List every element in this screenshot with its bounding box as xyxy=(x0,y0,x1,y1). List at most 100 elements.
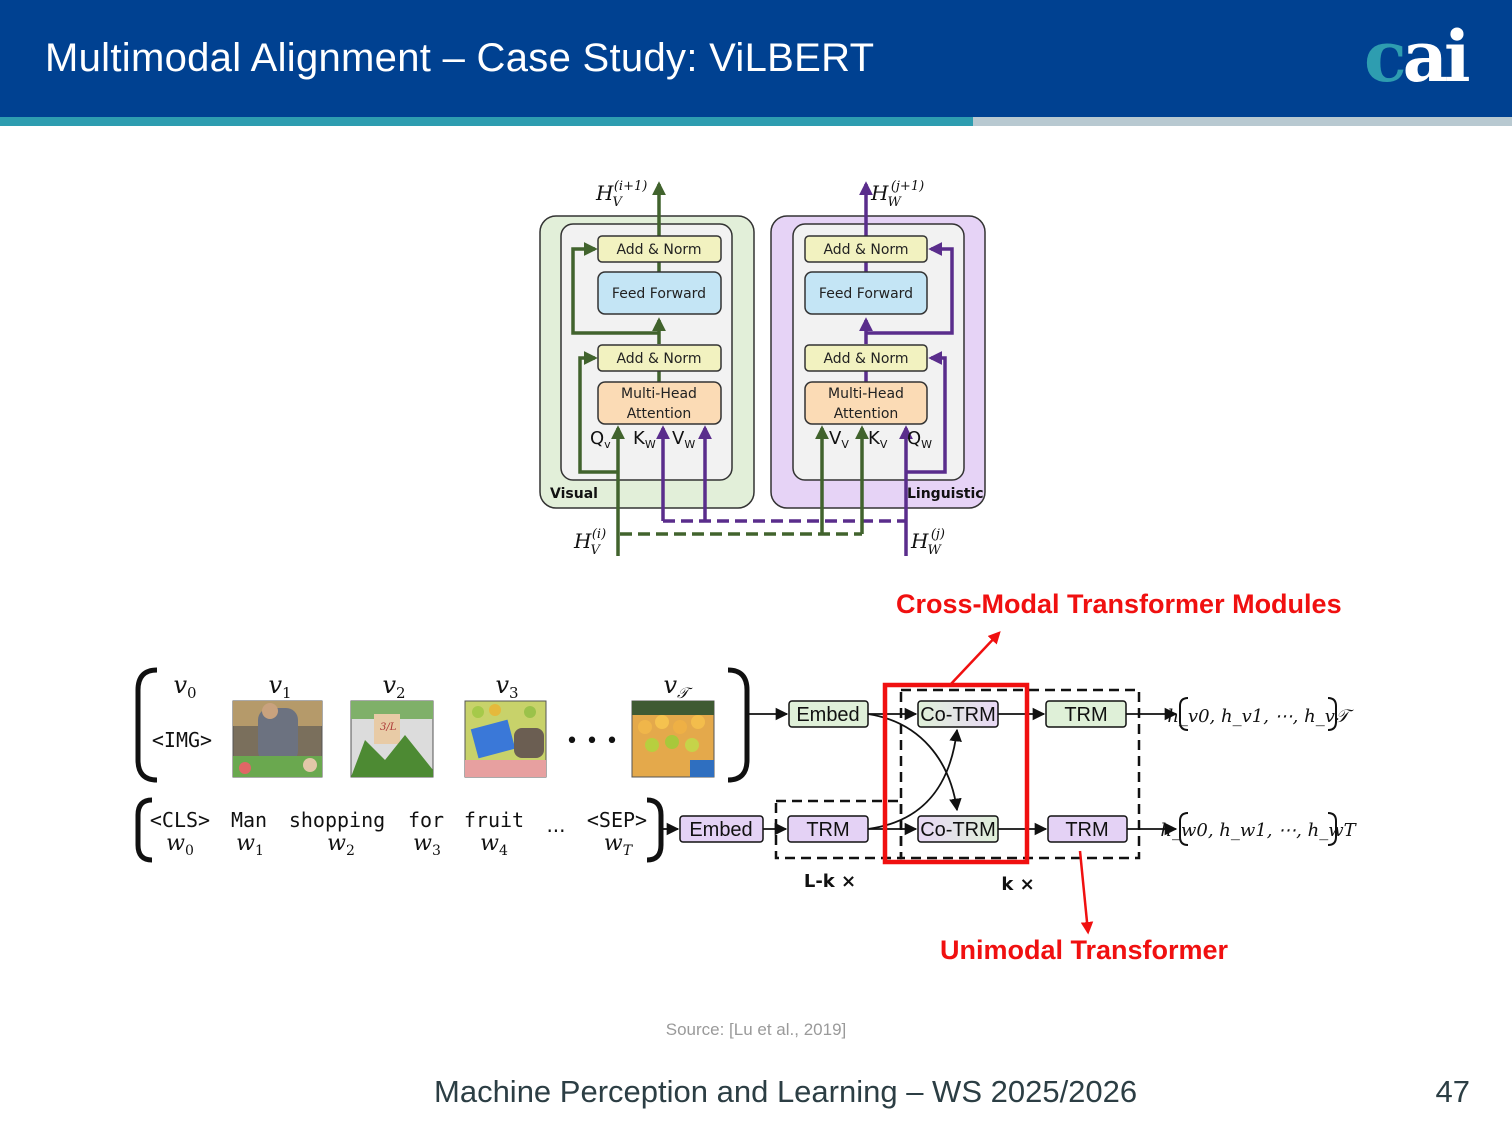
co-trm-top-box xyxy=(917,700,999,728)
unimodal-annotation-arrow xyxy=(1078,850,1094,935)
cross-modal-highlight-box xyxy=(882,682,1030,865)
logo-ai: ai xyxy=(1402,15,1471,98)
linguistic-input-label: HW(j) xyxy=(910,527,945,558)
visual-output-right-bracket xyxy=(1327,697,1337,731)
cai-logo: cai xyxy=(1364,22,1471,92)
image-left-bracket xyxy=(135,667,158,783)
co-trm-bottom-label: Co-TRM xyxy=(920,819,996,841)
footer-course-title: Machine Perception and Learning – WS 202… xyxy=(434,1074,1138,1109)
image-right-bracket xyxy=(727,667,750,783)
slide-header: Multimodal Alignment – Case Study: ViLBE… xyxy=(0,0,1512,117)
visual-multi-head-attention xyxy=(597,381,722,425)
text-left-bracket xyxy=(135,797,153,863)
visual-k-input-label: KW xyxy=(633,428,656,451)
text-to-visual-crossarrow xyxy=(867,728,962,830)
text-ellipsis: ... xyxy=(546,813,565,837)
text-trm-label: TRM xyxy=(806,819,849,841)
text-output-right-bracket xyxy=(1327,812,1337,846)
text-trm-box xyxy=(787,815,869,843)
header-accent-strip xyxy=(0,117,973,126)
image-region-3 xyxy=(464,700,547,778)
visual-embed-label: Embed xyxy=(796,704,859,726)
trm-bottom-label: TRM xyxy=(1065,819,1108,841)
image-region-1 xyxy=(232,700,323,778)
trm-bottom-box xyxy=(1047,815,1128,843)
visual-output-left-bracket xyxy=(1179,697,1189,731)
visual-output-label: HV(i+1) xyxy=(595,179,647,210)
text-token-label-4: w4 xyxy=(480,831,508,859)
image-token-label-3: v3 xyxy=(495,671,518,702)
co-trm-bottom-box xyxy=(917,815,999,843)
visual-input-label: HV(i) xyxy=(573,527,606,558)
page-number: 47 xyxy=(1435,1074,1470,1109)
text-output-sequence: h_w0, h_w1, ⋯, h_wT xyxy=(1160,820,1357,841)
text-token-label-3: w3 xyxy=(413,831,441,859)
header-gray-strip xyxy=(973,117,1512,126)
text-token-cls: <CLS> xyxy=(150,808,210,832)
visual-add-norm-bottom xyxy=(597,344,722,372)
unimodal-annotation: Unimodal Transformer xyxy=(940,935,1229,965)
visual-add-norm-bottom-label: Add & Norm xyxy=(616,351,701,367)
visual-add-norm-top xyxy=(597,235,722,263)
linguistic-k-input-label: KV xyxy=(868,428,888,451)
visual-output-sequence: h_v0, h_v1, ⋯, h_v𝒯 xyxy=(1167,706,1354,727)
figure-source-citation: Source: [Lu et al., 2019] xyxy=(665,1020,847,1039)
image-token-label-2: v2 xyxy=(382,671,405,702)
svg-text:3/L: 3/L xyxy=(380,722,397,733)
text-right-bracket xyxy=(646,797,664,863)
linguistic-feed-forward-label: Feed Forward xyxy=(819,286,913,302)
linguistic-v-input-label: VV xyxy=(829,428,849,451)
linguistic-attention-line1: Multi-Head xyxy=(828,386,904,402)
linguistic-multi-head-attention xyxy=(804,381,928,425)
text-embed-box xyxy=(679,815,764,843)
co-trm-top-label: Co-TRM xyxy=(920,704,996,726)
slide-title: Multimodal Alignment – Case Study: ViLBE… xyxy=(45,36,875,80)
linguistic-add-norm-top xyxy=(804,235,928,263)
linguistic-add-norm-top-label: Add & Norm xyxy=(823,242,908,258)
image-ellipsis: • • • xyxy=(566,729,619,754)
visual-attention-line2: Attention xyxy=(627,406,692,422)
image-token-label-1: v1 xyxy=(268,671,291,702)
trm-top-label: TRM xyxy=(1064,704,1107,726)
text-token-fruit: fruit xyxy=(464,808,524,832)
image-region-2: 3/L xyxy=(350,700,434,778)
image-region-T xyxy=(631,700,715,778)
visual-feed-forward xyxy=(597,271,722,315)
k-repeat-label: k × xyxy=(1001,874,1034,895)
text-token-sep: <SEP> xyxy=(587,808,647,832)
linguistic-attention-line2: Attention xyxy=(834,406,899,422)
visual-stream-label: Visual xyxy=(550,486,598,502)
trm-top-box xyxy=(1045,700,1127,728)
visual-attention-line1: Multi-Head xyxy=(621,386,697,402)
visual-add-norm-top-label: Add & Norm xyxy=(616,242,701,258)
linguistic-add-norm-bottom-label: Add & Norm xyxy=(823,351,908,367)
img-token: <IMG> xyxy=(152,728,212,752)
visual-stream-block: Visual Add & Norm Feed Forward Add & Nor… xyxy=(539,179,906,558)
text-output-left-bracket xyxy=(1179,812,1189,846)
l-minus-k-repeat-label: L-k × xyxy=(804,871,856,892)
visual-to-text-crossarrow xyxy=(867,713,962,812)
linguistic-add-norm-bottom xyxy=(804,344,928,372)
text-token-shopping: shopping xyxy=(289,808,385,832)
text-token-label-1: w1 xyxy=(236,831,264,859)
cross-modal-annotation: Cross-Modal Transformer Modules xyxy=(896,589,1342,619)
logo-c: c xyxy=(1364,15,1407,98)
text-token-man: Man xyxy=(231,808,267,832)
text-token-label-2: w2 xyxy=(327,831,355,859)
visual-v-input-label: VW xyxy=(672,428,695,451)
image-token-label-0: v0 xyxy=(173,671,196,702)
linguistic-q-input-label: QW xyxy=(907,428,932,451)
visual-embed-box xyxy=(788,700,869,728)
linguistic-output-label: HW(j+1) xyxy=(870,179,924,210)
cross-modal-annotation-arrow xyxy=(949,631,1001,686)
text-token-for: for xyxy=(408,808,444,832)
k-layers-group xyxy=(899,688,1141,860)
text-embed-label: Embed xyxy=(689,819,752,841)
visual-feed-forward-label: Feed Forward xyxy=(612,286,706,302)
linguistic-stream-label: Linguistic xyxy=(907,486,984,502)
text-token-label-0: w0 xyxy=(166,831,194,859)
linguistic-feed-forward xyxy=(804,271,928,315)
text-token-label-T: wT xyxy=(604,831,634,859)
linguistic-stream-block: Linguistic Add & Norm Feed Forward Add &… xyxy=(770,179,986,558)
